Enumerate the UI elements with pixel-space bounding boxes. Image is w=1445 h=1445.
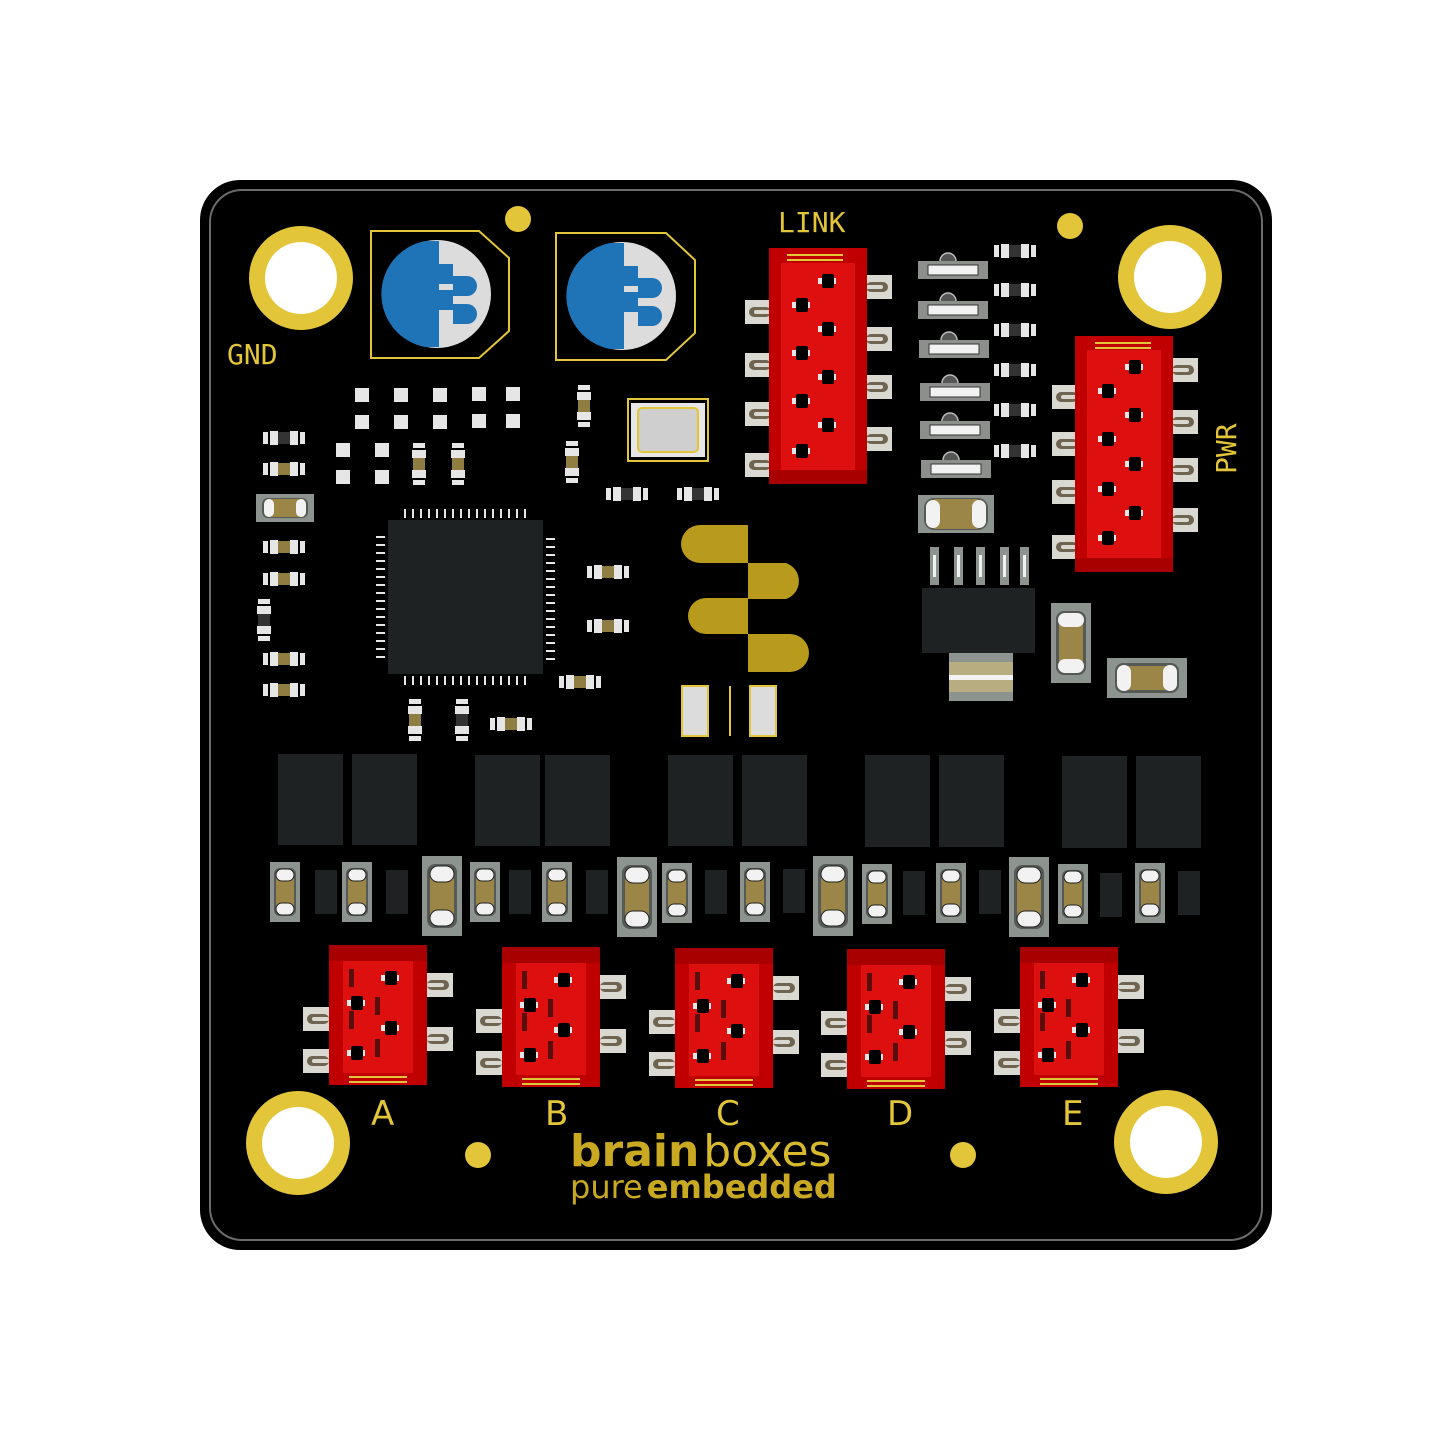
crystal-oscillator bbox=[627, 398, 709, 462]
board-outline bbox=[209, 189, 1263, 1241]
brand-bold: brain bbox=[570, 1126, 699, 1177]
mounting-hole-top-right bbox=[1118, 225, 1222, 329]
brand-name: brainboxes bbox=[570, 1126, 831, 1177]
voltage-regulator bbox=[922, 547, 1035, 701]
capacitor-regulator-1 bbox=[1051, 603, 1091, 683]
port-label-b: B bbox=[545, 1094, 568, 1134]
mounting-hole-bottom-left bbox=[246, 1091, 350, 1195]
fiducial bbox=[465, 1142, 491, 1168]
link-label: LINK bbox=[778, 206, 846, 239]
capacitor-regulator-2 bbox=[1107, 658, 1187, 698]
port-label-d: D bbox=[887, 1094, 913, 1134]
pwr-connector[interactable] bbox=[1052, 336, 1198, 572]
pwr-label: PWR bbox=[1210, 423, 1243, 474]
pad-array bbox=[336, 387, 520, 484]
link-connector[interactable] bbox=[745, 248, 892, 484]
capacitor-small-left bbox=[256, 494, 314, 522]
capacitor-mid bbox=[918, 495, 994, 533]
fiducial bbox=[1057, 213, 1083, 239]
capacitor-logo-2 bbox=[555, 232, 696, 361]
fiducial bbox=[505, 206, 531, 232]
port-label-c: C bbox=[716, 1094, 740, 1134]
solder-jumper bbox=[681, 685, 777, 737]
gnd-label: GND bbox=[227, 338, 278, 371]
mounting-hole-bottom-right bbox=[1114, 1090, 1218, 1194]
tagline-light: pure bbox=[570, 1168, 643, 1206]
capacitor-logo-1 bbox=[370, 230, 510, 359]
microcontroller-chip bbox=[376, 509, 555, 685]
port-label-e: E bbox=[1062, 1094, 1083, 1134]
mounting-hole-top-left bbox=[249, 226, 353, 330]
brand-light: boxes bbox=[703, 1126, 831, 1177]
brainboxes-gold-logo bbox=[681, 525, 809, 672]
fiducial bbox=[950, 1142, 976, 1168]
tagline-bold: embedded bbox=[647, 1168, 837, 1206]
port-label-a: A bbox=[371, 1094, 394, 1134]
driver-blocks bbox=[278, 754, 1201, 848]
capacitor-row bbox=[269, 855, 1200, 938]
